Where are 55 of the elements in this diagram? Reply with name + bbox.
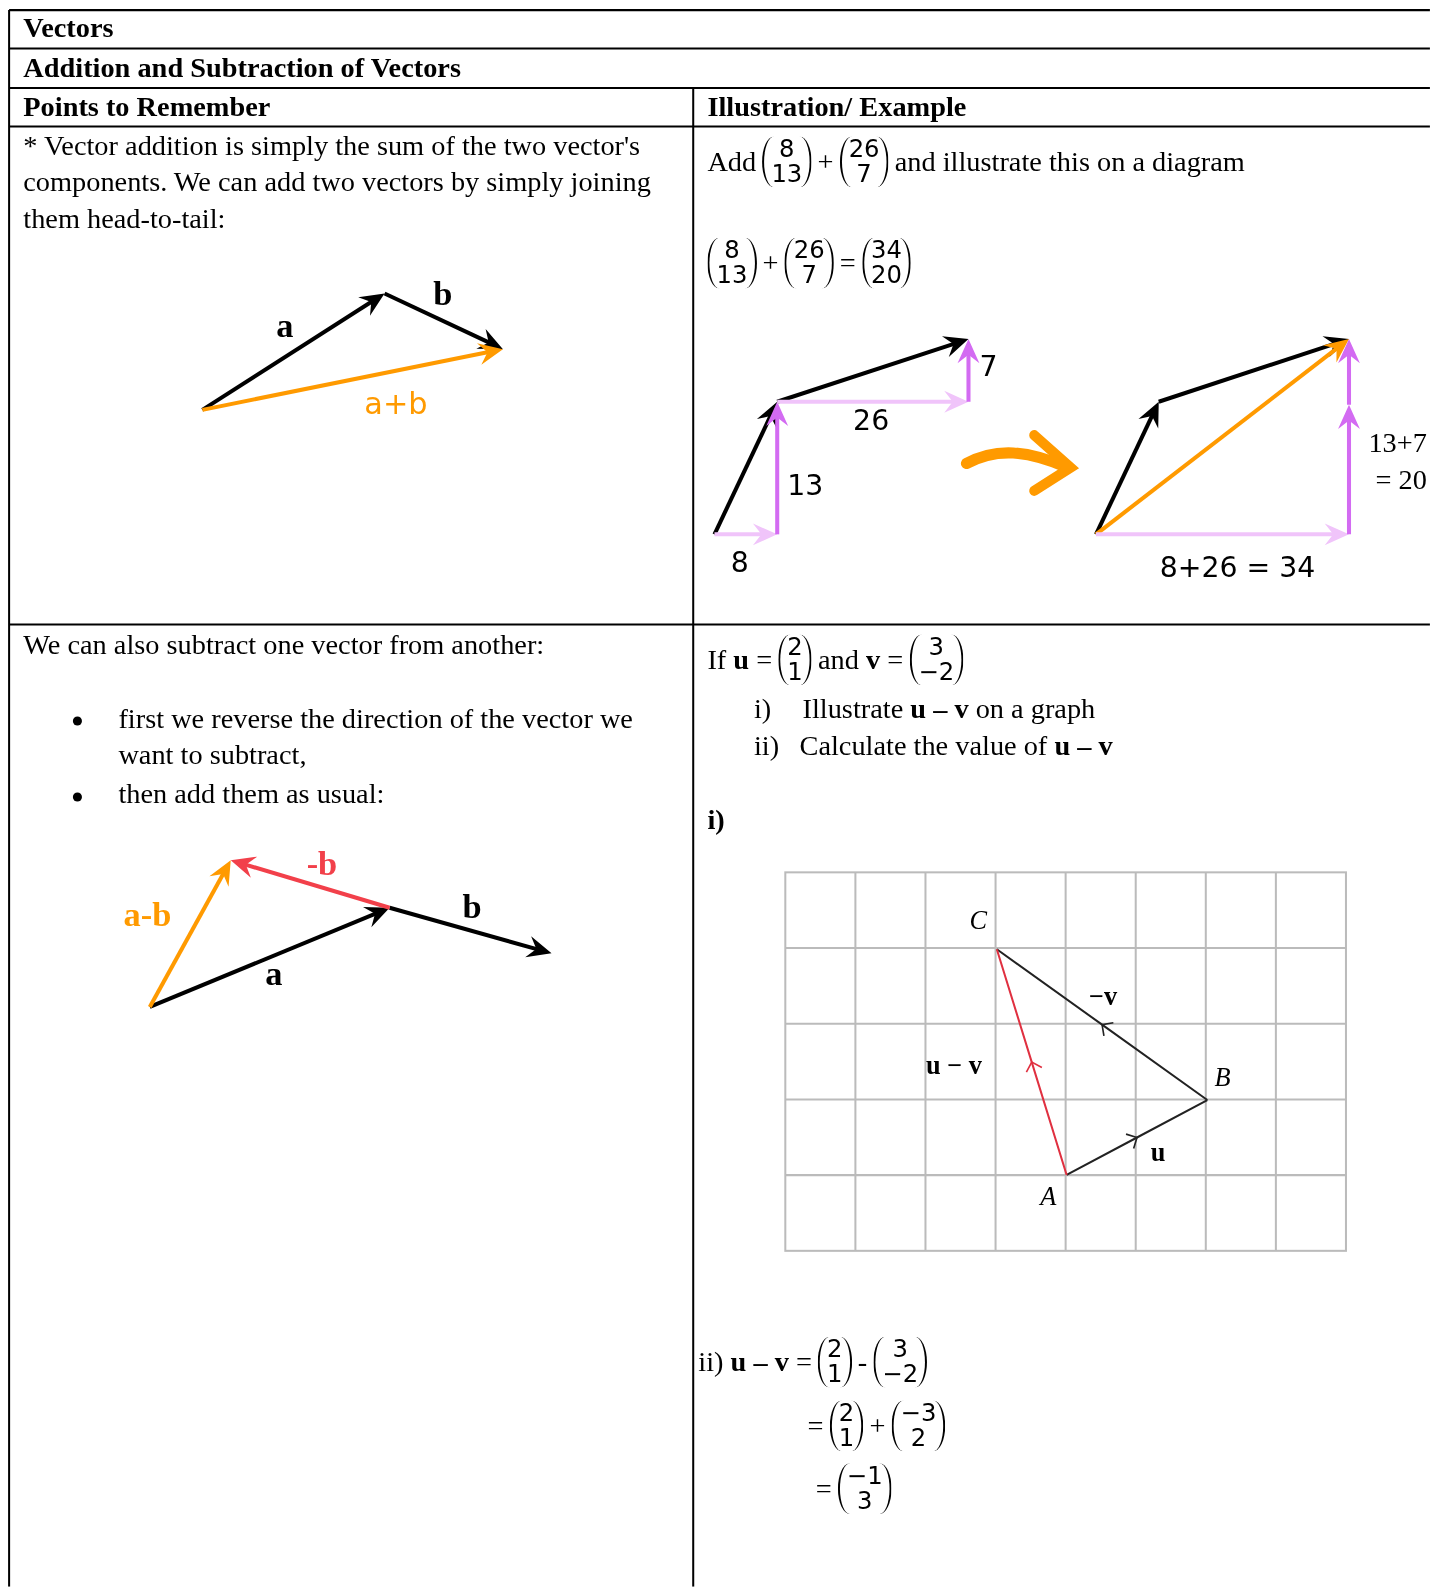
point-label: B bbox=[1214, 1061, 1231, 1094]
title: Vectors bbox=[23, 11, 114, 46]
column-header: Points to Remember bbox=[23, 90, 271, 125]
math-text: If u = bbox=[707, 643, 773, 676]
vector-label: b bbox=[462, 886, 482, 927]
column-vector: 26 7 bbox=[784, 237, 834, 289]
vector-label: u − v bbox=[926, 1049, 982, 1082]
math-text: and v = bbox=[818, 643, 904, 676]
column-vector: 2 1 bbox=[778, 634, 812, 686]
column-vector: 2 1 bbox=[817, 1336, 852, 1388]
vector-label: b bbox=[433, 273, 453, 314]
list-marker: i) bbox=[753, 691, 772, 726]
operator: = bbox=[839, 246, 856, 280]
component-label: 26 bbox=[853, 402, 890, 440]
question-text: Calculate the value of u – v bbox=[799, 728, 1113, 763]
vector-label: a bbox=[276, 305, 294, 347]
operator: + bbox=[817, 145, 834, 179]
column-header: Illustration/ Example bbox=[707, 90, 967, 125]
operator: + bbox=[869, 1409, 886, 1443]
vector-label: −v bbox=[1088, 980, 1118, 1013]
column-vector: −1 3 bbox=[837, 1463, 892, 1515]
column-vector: 3 −2 bbox=[873, 1336, 928, 1388]
operator: = bbox=[815, 1472, 832, 1505]
list-marker: ii) bbox=[753, 728, 780, 763]
column-vector: 8 13 bbox=[707, 237, 757, 289]
paragraph: * Vector addition is simply the sum of the two vector's components. We can add two vectors by simply joining them head-to-tail: bbox=[23, 128, 652, 236]
math-text: ii) u – v = bbox=[698, 1345, 812, 1379]
math-text: Add bbox=[707, 145, 757, 179]
component-label: 8 bbox=[730, 544, 749, 581]
column-vector: 3 −2 bbox=[909, 634, 964, 686]
question-text: Illustrate u – v on a graph bbox=[802, 691, 1096, 726]
math-text: and illustrate this on a diagram bbox=[894, 145, 1245, 179]
vector-label: a+b bbox=[364, 384, 428, 423]
operator: - bbox=[857, 1345, 868, 1379]
component-label: 13 bbox=[787, 467, 824, 504]
column-vector: 34 20 bbox=[861, 237, 912, 289]
component-label: 13+7 = 20 bbox=[1367, 426, 1427, 497]
paragraph: We can also subtract one vector from another: bbox=[23, 627, 545, 662]
point-label: A bbox=[1040, 1181, 1057, 1214]
component-label: 7 bbox=[979, 349, 998, 386]
vector-label: a-b bbox=[123, 894, 172, 936]
column-vector: −3 2 bbox=[891, 1400, 946, 1452]
vector-label: a bbox=[265, 953, 283, 994]
part-label: i) bbox=[707, 802, 725, 837]
vector-label: u bbox=[1150, 1136, 1166, 1169]
operator: = bbox=[807, 1409, 824, 1443]
vector-label: -b bbox=[306, 844, 338, 885]
column-vector: 8 13 bbox=[762, 136, 812, 188]
column-vector: 26 7 bbox=[839, 136, 889, 188]
operator: + bbox=[762, 246, 779, 280]
list-item: then add them as usual: bbox=[118, 776, 385, 811]
column-vector: 2 1 bbox=[829, 1400, 864, 1452]
heading: Addition and Subtraction of Vectors bbox=[23, 50, 461, 85]
component-label: 8+26 = 34 bbox=[1159, 549, 1316, 586]
point-label: C bbox=[969, 904, 988, 938]
